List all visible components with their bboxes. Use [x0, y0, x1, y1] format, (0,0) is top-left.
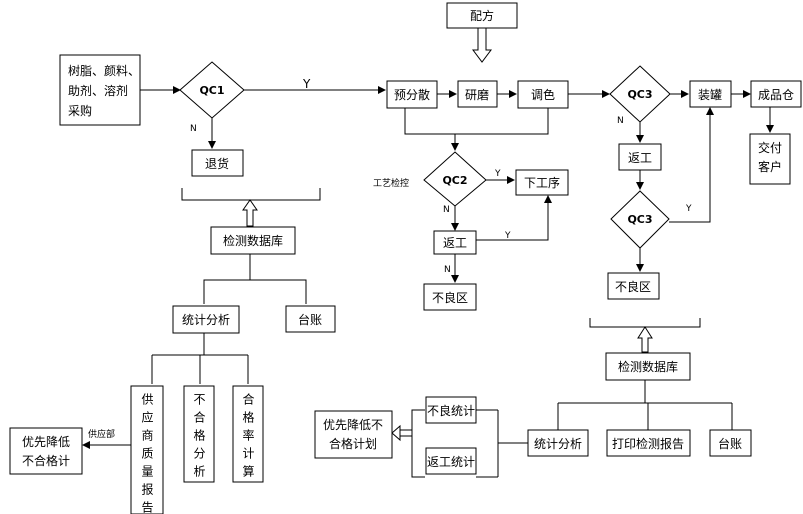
edge-label-n: N — [443, 205, 450, 215]
node-qc1: QC1 — [179, 61, 245, 119]
node-canning: 装罐 — [689, 80, 732, 108]
nonconform-label: 不合格分析 — [192, 393, 206, 483]
node-formula: 配方 — [446, 2, 518, 29]
defect-stats-label: 不良统计 — [427, 403, 475, 418]
node-db-right: 检测数据库 — [605, 352, 691, 381]
purchase-line-3: 采购 — [68, 103, 92, 118]
predisperse-label: 预分散 — [394, 87, 430, 102]
warehouse-label: 成品仓 — [758, 88, 794, 102]
node-defect-stats: 不良统计 — [425, 396, 477, 424]
return-goods-label: 退货 — [205, 156, 229, 171]
node-return-goods: 退货 — [191, 149, 244, 177]
node-priority-left: 优先降低 不合格计 — [9, 427, 83, 475]
edge-label-supplier-dept: 供应部 — [88, 428, 115, 440]
priority-right-line-1: 优先降低不 — [323, 418, 383, 432]
node-qc3-top: QC3 — [609, 65, 671, 123]
process-check-label: 工艺检控 — [373, 177, 409, 189]
node-rework-stats: 返工统计 — [425, 447, 477, 475]
rework-mid-label: 返工 — [443, 236, 467, 250]
db-right-label: 检测数据库 — [618, 359, 678, 374]
node-db-left: 检测数据库 — [210, 226, 296, 255]
qc3-bottom-label: QC3 — [627, 213, 652, 226]
node-qc2: QC2 — [423, 151, 487, 207]
qc1-label: QC1 — [199, 84, 224, 97]
purchase-line-2: 助剂、溶剂 — [68, 83, 128, 98]
stat-right-label: 统计分析 — [534, 437, 582, 451]
next-process-label: 下工序 — [524, 175, 560, 190]
deliver-line-1: 交付 — [758, 140, 782, 155]
node-ledger-left: 台账 — [285, 305, 336, 333]
defective-right-label: 不良区 — [615, 279, 651, 294]
node-predisperse: 预分散 — [386, 80, 438, 109]
rework-stats-label: 返工统计 — [427, 455, 475, 469]
node-next-process: 下工序 — [515, 169, 569, 196]
qc3-top-label: QC3 — [627, 88, 652, 101]
node-rework-mid: 返工 — [433, 230, 477, 255]
print-report-label: 打印检测报告 — [612, 436, 684, 451]
node-qc3-bottom: QC3 — [610, 190, 670, 249]
priority-right-line-2: 合格计划 — [329, 436, 377, 451]
purchase-line-1: 树脂、颜料、 — [68, 63, 140, 78]
node-ledger-right: 台账 — [709, 429, 752, 457]
edge-label-y: Y — [685, 204, 692, 214]
ledger-left-label: 台账 — [298, 312, 322, 327]
node-pass-rate: 合格率计算 — [232, 385, 264, 483]
node-defective-mid: 不良区 — [423, 283, 477, 311]
edge-label-n: N — [190, 124, 197, 134]
edge-label-y: Y — [504, 231, 511, 241]
node-purchase: 树脂、颜料、 助剂、溶剂 采购 — [59, 54, 141, 126]
edge-label-n: N — [444, 265, 451, 275]
node-supplier-report: 供应商质量报告 — [130, 385, 164, 514]
node-deliver: 交付 客户 — [749, 133, 791, 185]
db-left-label: 检测数据库 — [223, 233, 283, 248]
canning-label: 装罐 — [698, 88, 722, 102]
qc2-label: QC2 — [442, 174, 467, 187]
edge-label-y: Y — [494, 169, 501, 179]
tint-label: 调色 — [531, 88, 555, 102]
node-tint: 调色 — [517, 80, 569, 109]
rework-right-label: 返工 — [628, 151, 652, 165]
node-rework-right: 返工 — [618, 143, 662, 171]
node-grind: 研磨 — [457, 80, 498, 108]
grind-label: 研磨 — [465, 88, 489, 102]
node-stat-right: 统计分析 — [527, 429, 589, 457]
edge-label-n: N — [617, 116, 624, 126]
pass-rate-label: 合格率计算 — [241, 392, 255, 483]
ledger-right-label: 台账 — [718, 436, 742, 451]
supplier-report-label: 供应商质量报告 — [140, 393, 154, 514]
stat-left-label: 统计分析 — [182, 313, 230, 327]
edge-label-y: Y — [302, 77, 311, 91]
node-priority-right: 优先降低不 合格计划 — [314, 410, 393, 459]
defective-mid-label: 不良区 — [432, 290, 468, 305]
node-warehouse: 成品仓 — [750, 80, 802, 108]
priority-left-line-1: 优先降低 — [22, 435, 70, 449]
node-defective-right: 不良区 — [607, 272, 660, 300]
deliver-line-2: 客户 — [758, 159, 782, 174]
node-print-report: 打印检测报告 — [606, 429, 691, 457]
connectors — [82, 27, 774, 478]
formula-label: 配方 — [470, 8, 494, 23]
node-stat-left: 统计分析 — [172, 305, 240, 334]
node-nonconform: 不合格分析 — [183, 385, 215, 483]
priority-left-line-2: 不合格计 — [22, 453, 70, 468]
